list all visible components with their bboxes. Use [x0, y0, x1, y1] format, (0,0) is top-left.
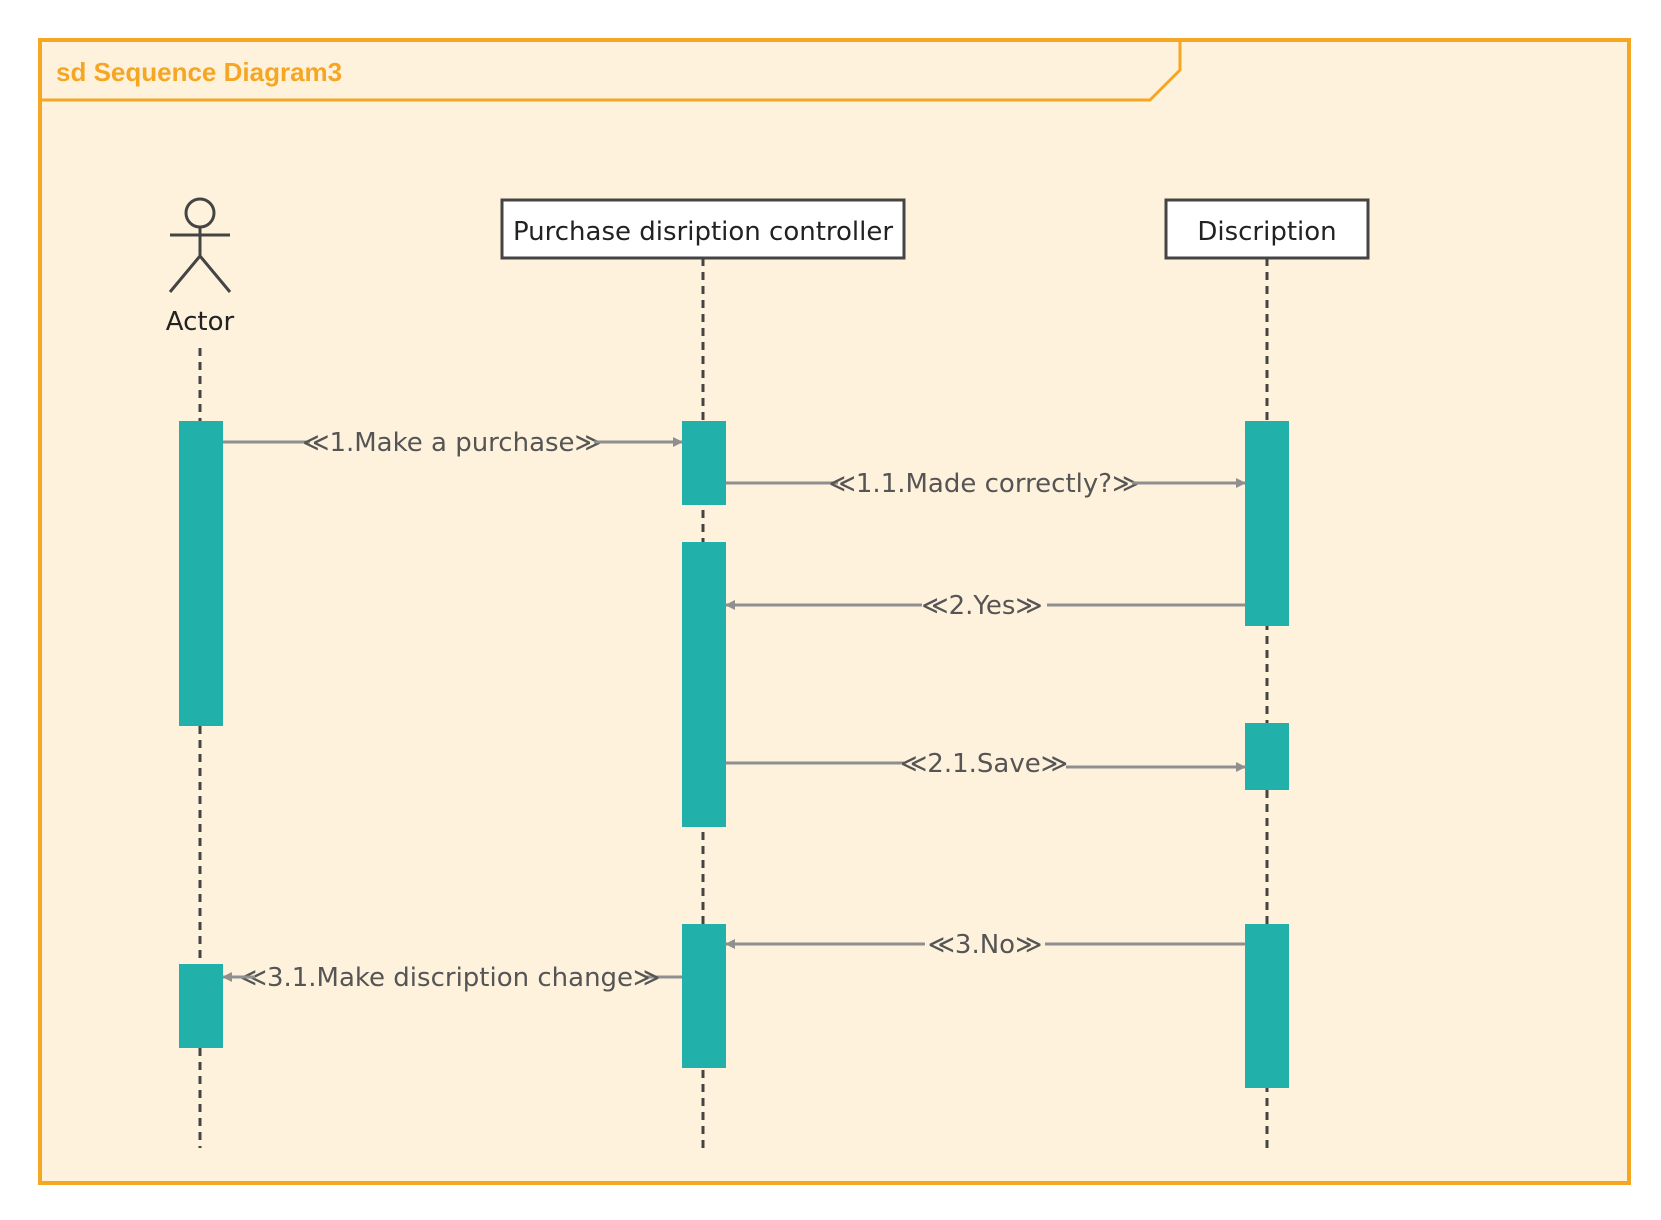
message-label-1: ≪1.Make a purchase≫ [302, 428, 602, 458]
activation-controller-3 [682, 924, 726, 1068]
message-label-3: ≪2.Yes≫ [921, 591, 1042, 621]
activation-discription-2 [1245, 723, 1289, 790]
activation-actor-2 [179, 964, 223, 1048]
message-label-4: ≪2.1.Save≫ [900, 749, 1068, 779]
lifeline-label-controller: Purchase disription controller [513, 217, 893, 247]
activation-controller-1 [682, 421, 726, 505]
message-label-2: ≪1.1.Made correctly?≫ [829, 469, 1140, 499]
lifeline-head-controller [500, 198, 906, 260]
activation-controller-2 [682, 542, 726, 827]
lifeline-label-discription: Discription [1197, 217, 1336, 247]
lifeline-head-discription [1164, 198, 1370, 260]
activation-discription-1 [1245, 421, 1289, 626]
actor-icon [168, 197, 232, 293]
frame-title: sd Sequence Diagram3 [56, 57, 342, 87]
actor-label: Actor [166, 307, 235, 337]
activation-actor-1 [179, 421, 223, 726]
activation-discription-3 [1245, 924, 1289, 1088]
message-label-6: ≪3.1.Make discription change≫ [240, 963, 661, 993]
message-label-5: ≪3.No≫ [928, 930, 1043, 960]
frame-title-tab [40, 40, 1182, 102]
